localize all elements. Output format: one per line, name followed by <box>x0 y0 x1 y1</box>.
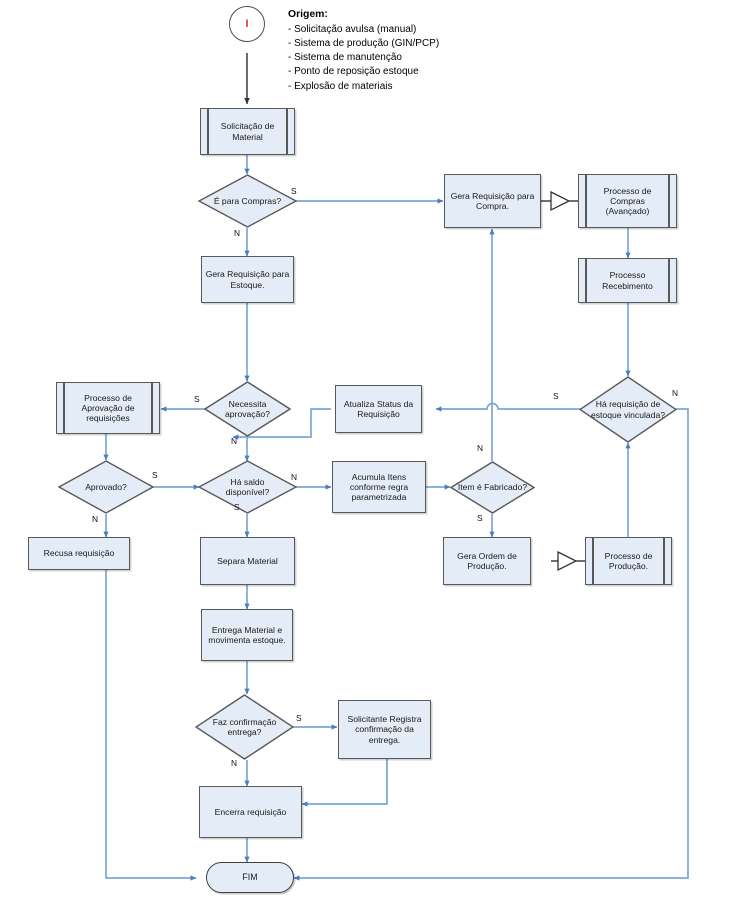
node-label: Entrega Material e movimenta estoque. <box>208 624 286 645</box>
node-entrega-material[interactable]: Entrega Material e movimenta estoque. <box>201 609 293 661</box>
node-atualiza-status[interactable]: Atualiza Status da Requisição <box>335 385 422 433</box>
node-label: Processo de Produção. <box>604 550 653 571</box>
node-label: Solicitante Registra confirmação da entr… <box>347 714 422 745</box>
diamond-shape <box>58 460 154 514</box>
node-faz-confirmacao[interactable]: Faz confirmação entrega? <box>195 694 294 760</box>
node-label: Recusa requisição <box>43 548 115 559</box>
origem-heading: Origem: <box>288 9 328 20</box>
node-e-para-compras[interactable]: É para Compras? <box>198 174 297 228</box>
node-label: Gera Ordem de Produção. <box>457 550 517 571</box>
node-item-fabricado[interactable]: Item é Fabricado? <box>450 461 535 514</box>
diamond-shape <box>198 174 297 228</box>
edge-label-confirmacao-n: N <box>231 758 238 768</box>
node-separa-material[interactable]: Separa Material <box>200 537 295 585</box>
diamond-shape <box>198 460 297 514</box>
edge-label-necessita-s: S <box>194 394 200 404</box>
origem-line-3: - Ponto de reposição estoque <box>288 66 419 78</box>
origem-note: Origem: - Solicitação avulsa (manual) - … <box>288 8 439 94</box>
node-encerra-requisicao[interactable]: Encerra requisição <box>199 786 302 838</box>
start-node[interactable]: I <box>229 6 265 42</box>
node-label: Aprovado? <box>85 481 127 492</box>
node-ha-saldo[interactable]: Há saldo disponível? <box>198 460 297 514</box>
node-label: Há requisição de estoque vinculada? <box>590 399 666 420</box>
node-processo-producao[interactable]: Processo de Produção. <box>585 536 672 586</box>
node-gera-ordem-producao[interactable]: Gera Ordem de Produção. <box>443 537 531 585</box>
node-processo-aprovacao[interactable]: Processo de Aprovação de requisições <box>56 381 160 435</box>
edge-label-fabricado-n: N <box>477 443 484 453</box>
origem-line-4: - Explosão de materiais <box>288 80 393 92</box>
node-ha-requisicao-estoque[interactable]: Há requisição de estoque vinculada? <box>579 376 677 443</box>
node-label: Encerra requisição <box>214 806 287 817</box>
node-label: Gera Requisição para Estoque. <box>205 269 290 290</box>
diamond-shape <box>204 381 291 437</box>
node-label: É para Compras? <box>213 195 282 206</box>
edge-label-saldo-n: N <box>291 472 298 482</box>
node-label: Processo Recebimento <box>602 270 653 291</box>
node-label: Gera Requisição para Compra. <box>450 190 535 211</box>
edge-label-fabricado-s: S <box>477 513 483 523</box>
node-necessita-aprovacao[interactable]: Necessita aprovação? <box>204 381 291 437</box>
start-label: I <box>245 17 249 30</box>
edge-label-aprovado-n: N <box>92 514 99 524</box>
node-label: Processo de Compras (Avançado) <box>603 185 652 217</box>
node-gera-requisicao-compra[interactable]: Gera Requisição para Compra. <box>444 174 541 228</box>
diamond-shape <box>450 461 535 514</box>
node-aprovado[interactable]: Aprovado? <box>58 460 154 514</box>
node-processo-compras[interactable]: Processo de Compras (Avançado) <box>578 173 677 229</box>
edge-label-aprovado-s: S <box>152 470 158 480</box>
node-label: Necessita aprovação? <box>225 398 270 419</box>
node-label: Há saldo disponível? <box>225 476 270 497</box>
node-label: Atualiza Status da Requisição <box>343 398 414 419</box>
node-gera-requisicao-estoque[interactable]: Gera Requisição para Estoque. <box>201 256 294 303</box>
node-fim[interactable]: FIM <box>206 862 294 893</box>
node-label: Acumula Itens conforme regra parametriza… <box>349 471 409 503</box>
node-processo-recebimento[interactable]: Processo Recebimento <box>578 257 677 304</box>
origem-line-1: - Sistema de produção (GIN/PCP) <box>288 37 440 49</box>
edge-label-req-estoque-n: N <box>672 388 679 398</box>
node-solicitante-registra[interactable]: Solicitante Registra confirmação da entr… <box>338 700 431 759</box>
node-label: Item é Fabricado? <box>457 482 528 493</box>
edge-label-compras-s: S <box>291 186 297 196</box>
node-recusa-requisicao[interactable]: Recusa requisição <box>28 537 130 570</box>
diamond-shape <box>579 376 677 443</box>
edge-label-compras-n: N <box>234 228 241 238</box>
node-label: Processo de Aprovação de requisições <box>81 392 135 424</box>
edge-label-saldo-s: S <box>234 502 240 512</box>
diamond-shape <box>195 694 294 760</box>
node-solicitacao-material[interactable]: Solicitação de Material <box>200 107 295 156</box>
node-label: FIM <box>242 872 258 883</box>
node-label: Faz confirmação entrega? <box>212 716 277 737</box>
origem-line-0: - Solicitação avulsa (manual) <box>288 23 417 35</box>
edge-label-necessita-n: N <box>231 436 238 446</box>
node-acumula-itens[interactable]: Acumula Itens conforme regra parametriza… <box>332 461 426 513</box>
edge-label-confirmacao-s: S <box>296 713 302 723</box>
origem-line-2: - Sistema de manutenção <box>288 52 402 64</box>
node-label: Separa Material <box>217 555 278 566</box>
node-label: Solicitação de Material <box>220 121 275 142</box>
edge-label-req-estoque-s: S <box>553 391 559 401</box>
